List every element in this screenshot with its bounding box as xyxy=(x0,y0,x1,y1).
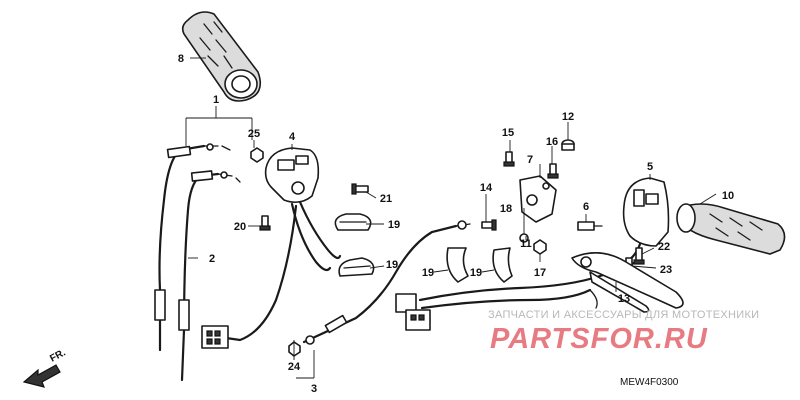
left-grip xyxy=(181,11,262,102)
callout-15: 15 xyxy=(502,127,514,139)
front-direction-label: FR. xyxy=(48,347,68,364)
callout-5: 5 xyxy=(647,161,653,173)
watermark-logo: PARTSFOR.RU xyxy=(490,323,708,355)
callout-12: 12 xyxy=(562,111,574,123)
right-switch-housing xyxy=(622,177,670,264)
callout-25: 25 xyxy=(248,128,260,140)
callout-6: 6 xyxy=(583,201,589,213)
watermark-tagline: ЗАПЧАСТИ И АКСЕССУАРЫ ДЛЯ МОТОТЕХНИКИ xyxy=(488,309,759,321)
right-grip xyxy=(676,203,786,255)
callout-23: 23 xyxy=(660,264,672,276)
callout-16: 16 xyxy=(546,136,558,148)
callout-2: 2 xyxy=(209,253,215,265)
leader-lines xyxy=(185,57,717,379)
callout-19-a: 19 xyxy=(388,219,400,231)
screw-21 xyxy=(351,183,369,195)
clamp-19-d xyxy=(492,247,513,283)
left-switch-housing xyxy=(201,147,342,349)
nut-17 xyxy=(533,239,547,255)
cap-12 xyxy=(561,139,575,151)
callout-13: 13 xyxy=(618,293,630,305)
callout-8: 8 xyxy=(178,53,184,65)
callout-7: 7 xyxy=(527,154,533,166)
bolt-15 xyxy=(503,151,515,167)
callout-22: 22 xyxy=(658,241,670,253)
clamp-19-b xyxy=(338,257,375,277)
front-direction-arrow xyxy=(22,364,61,388)
throttle-cable-a xyxy=(154,143,231,352)
wire-harness-13 xyxy=(395,260,638,331)
callout-19-c: 19 xyxy=(422,267,434,279)
callout-19-b: 19 xyxy=(386,259,398,271)
callout-21: 21 xyxy=(380,193,392,205)
bracket-7 xyxy=(519,175,557,223)
cable-3 xyxy=(302,220,471,345)
throttle-cable-b xyxy=(178,170,241,382)
screw-20 xyxy=(259,215,271,231)
bolt-16 xyxy=(547,163,559,179)
nut-25 xyxy=(250,147,264,163)
callout-11: 11 xyxy=(520,238,532,250)
switch-6 xyxy=(577,221,603,231)
callout-19-d: 19 xyxy=(470,267,482,279)
clamp-19-a xyxy=(334,213,372,231)
lever xyxy=(571,252,684,313)
callout-1: 1 xyxy=(213,94,219,106)
callout-14: 14 xyxy=(480,182,493,194)
callout-24: 24 xyxy=(288,361,301,373)
callout-4: 4 xyxy=(289,131,296,143)
bolt-14 xyxy=(481,219,497,231)
nut-24 xyxy=(288,341,301,357)
callout-17: 17 xyxy=(534,267,546,279)
callout-10: 10 xyxy=(722,190,734,202)
diagram-code: MEW4F0300 xyxy=(620,377,679,388)
callout-18: 18 xyxy=(500,203,512,215)
clamp-19-c xyxy=(446,247,469,283)
bolt-22 xyxy=(633,247,645,265)
callout-3: 3 xyxy=(311,383,317,395)
callout-20: 20 xyxy=(234,221,246,233)
